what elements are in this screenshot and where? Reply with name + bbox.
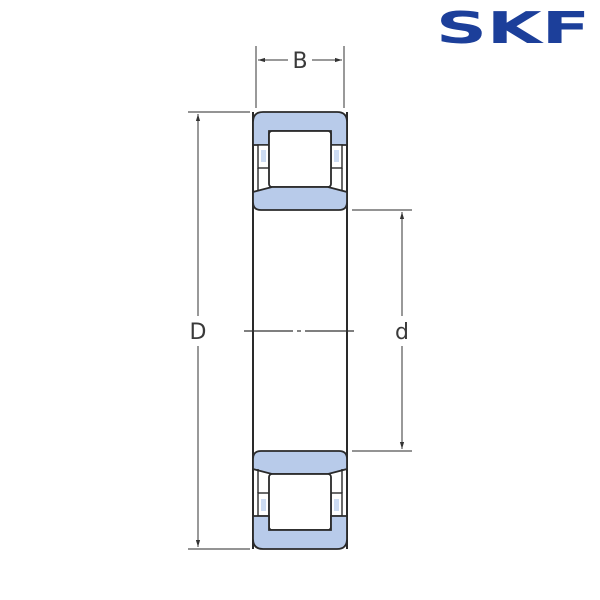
bottom-bearing-section [252, 450, 348, 550]
label-B: B [292, 49, 307, 74]
roller [268, 130, 332, 188]
outer-diameter-dimension-D: D [188, 111, 250, 550]
top-bearing-section [252, 111, 348, 211]
skf-logo: SKF [436, 8, 590, 48]
label-D: D [190, 320, 207, 345]
bore-diameter-dimension-d: d [352, 209, 412, 452]
label-d: d [395, 320, 409, 345]
width-dimension-B: B [255, 46, 345, 108]
roller [268, 473, 332, 531]
logo-text: SKF [436, 8, 590, 48]
